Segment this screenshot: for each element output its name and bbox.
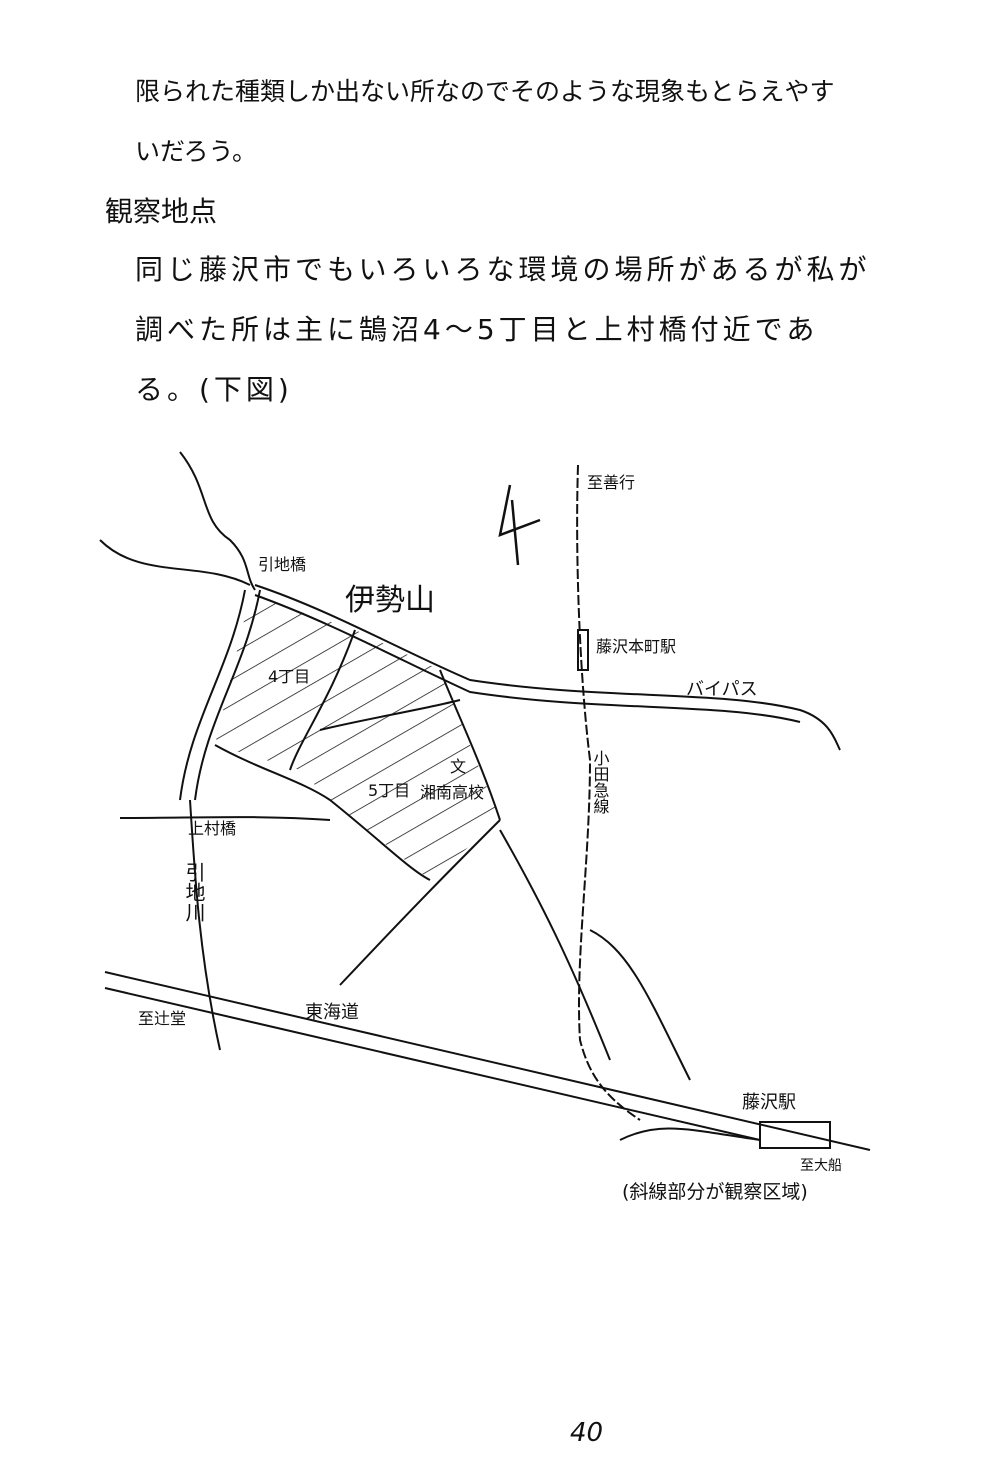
road — [589, 929, 691, 1081]
road — [289, 629, 356, 771]
road — [119, 816, 331, 821]
map-legend: (斜線部分が観察区域) — [622, 1181, 808, 1203]
label-to-tsujido: 至辻堂 — [138, 1009, 186, 1028]
stream-north — [179, 451, 256, 591]
label-5chome: 5丁目 — [368, 781, 410, 800]
label-shonan-hs: 湘南高校 — [420, 783, 484, 802]
fujisawahoncho-station-mark — [577, 629, 589, 671]
main-road-edge — [254, 594, 801, 723]
enoden-line — [619, 1127, 761, 1141]
north-arrow — [498, 484, 541, 566]
label-bypass: バイパス — [686, 679, 758, 700]
label-fujisawa-station: 藤沢駅 — [742, 1092, 796, 1113]
road-west — [99, 539, 251, 586]
label-tokaido: 東海道 — [305, 1002, 359, 1023]
text-line-1: 限られた種類しか出ない所なのでそのような現象もとらえやす — [135, 77, 835, 106]
label-to-zengyo: 至善行 — [587, 473, 635, 492]
label-iseyama: 伊勢山 — [345, 583, 435, 618]
road — [319, 699, 461, 731]
label-hikiji-bridge: 引地橋 — [258, 555, 306, 574]
tokaido-line — [104, 971, 871, 1151]
label-to-ofuna: 至大船 — [800, 1158, 842, 1174]
odakyu-line — [576, 464, 641, 1121]
label-kamimura-bridge: 上村橋 — [188, 819, 236, 838]
page-number: 40 — [570, 1418, 604, 1448]
main-road — [254, 584, 841, 751]
label-4chome: 4丁目 — [268, 667, 310, 686]
fujisawa-station-mark — [759, 1121, 831, 1149]
road — [339, 819, 501, 986]
text-line-3: 同じ藤沢市でもいろいろな環境の場所があるが私が — [135, 253, 871, 286]
label-hikiji-river: 引地川 — [182, 862, 206, 922]
text-line-2: いだろう。 — [135, 137, 258, 166]
label-school-symbol: 文 — [450, 757, 466, 776]
road — [499, 829, 611, 1061]
hatched-area-4chome — [215, 595, 355, 770]
label-fujisawahoncho: 藤沢本町駅 — [596, 637, 676, 656]
road — [439, 669, 501, 821]
hatched-area-5chome — [300, 630, 500, 880]
section-heading: 観察地点 — [105, 195, 218, 228]
text-line-4: 調べた所は主に鵠沼4〜5丁目と上村橋付近である。(下図) — [135, 313, 819, 406]
label-odakyu: 小田急線 — [591, 750, 610, 814]
hikiji-river — [179, 589, 261, 801]
road — [214, 744, 431, 881]
hikiji-river-south — [189, 799, 221, 1051]
